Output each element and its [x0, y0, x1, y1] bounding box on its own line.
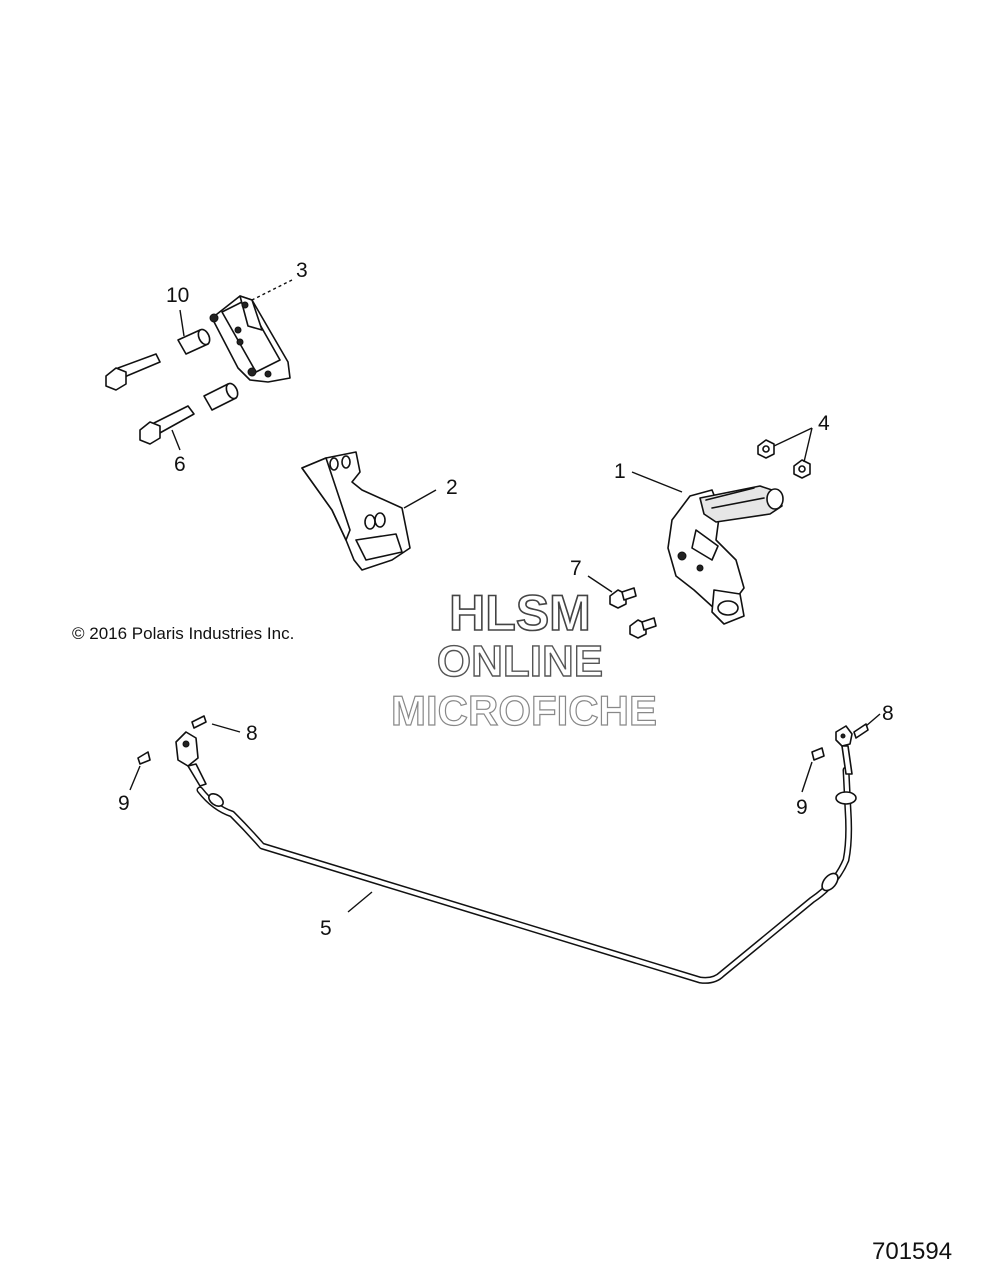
copyright-notice: © 2016 Polaris Industries Inc.	[72, 624, 295, 643]
part-1-handbrake-lever	[667, 485, 784, 625]
part-6-bolt-upper	[105, 353, 161, 391]
callouts: 1 2 3 4 5 6 7 8 8 9 9 10	[118, 259, 894, 940]
leader-5	[347, 891, 373, 913]
leader-10	[179, 309, 185, 337]
leader-8-right	[865, 713, 881, 727]
leader-4a	[773, 427, 813, 447]
part-6-bolt-lower	[139, 405, 195, 445]
leader-9-right	[801, 761, 813, 793]
leader-lines	[129, 279, 881, 913]
part-10-spacer-upper	[177, 328, 211, 355]
callout-10: 10	[166, 284, 189, 307]
callout-9-right: 9	[796, 796, 808, 819]
watermark-line-1: HLSM	[449, 585, 591, 641]
callout-4: 4	[818, 412, 830, 435]
callout-7: 7	[570, 557, 582, 580]
leader-9-left	[129, 765, 141, 791]
leader-8-left	[211, 723, 241, 733]
callout-1: 1	[614, 460, 626, 483]
callout-8-left: 8	[246, 722, 258, 745]
part-4-nut-lower	[793, 459, 811, 479]
part-4-nut-upper	[757, 439, 775, 459]
leader-2	[403, 489, 437, 509]
leader-4b	[803, 427, 813, 463]
leader-7	[587, 575, 613, 593]
part-7-bolt-upper	[609, 587, 637, 609]
part-9-pin-left	[137, 751, 151, 765]
leader-6	[171, 429, 181, 451]
watermark-line-2: ONLINE	[437, 637, 603, 686]
watermark: HLSM ONLINE MICROFICHE	[390, 584, 657, 734]
part-10-spacer-lower	[203, 382, 239, 411]
callout-6: 6	[174, 453, 186, 476]
part-2-mounting-plate	[301, 451, 411, 571]
watermark-line-3: MICROFICHE	[391, 687, 657, 734]
part-5-brake-cable	[175, 725, 857, 984]
part-8-clip-right	[853, 723, 869, 739]
callout-5: 5	[320, 917, 332, 940]
diagram-number: 701594	[872, 1238, 953, 1265]
callout-3: 3	[296, 259, 308, 282]
leader-3	[251, 279, 293, 301]
callout-2: 2	[446, 476, 458, 499]
callout-8-right: 8	[882, 702, 894, 725]
part-8-clip-left	[191, 715, 207, 729]
leader-1	[631, 471, 683, 493]
part-3-bracket	[209, 295, 291, 383]
part-7-bolt-lower	[629, 617, 657, 639]
part-9-pin-right	[811, 747, 825, 761]
callout-9-left: 9	[118, 792, 130, 815]
